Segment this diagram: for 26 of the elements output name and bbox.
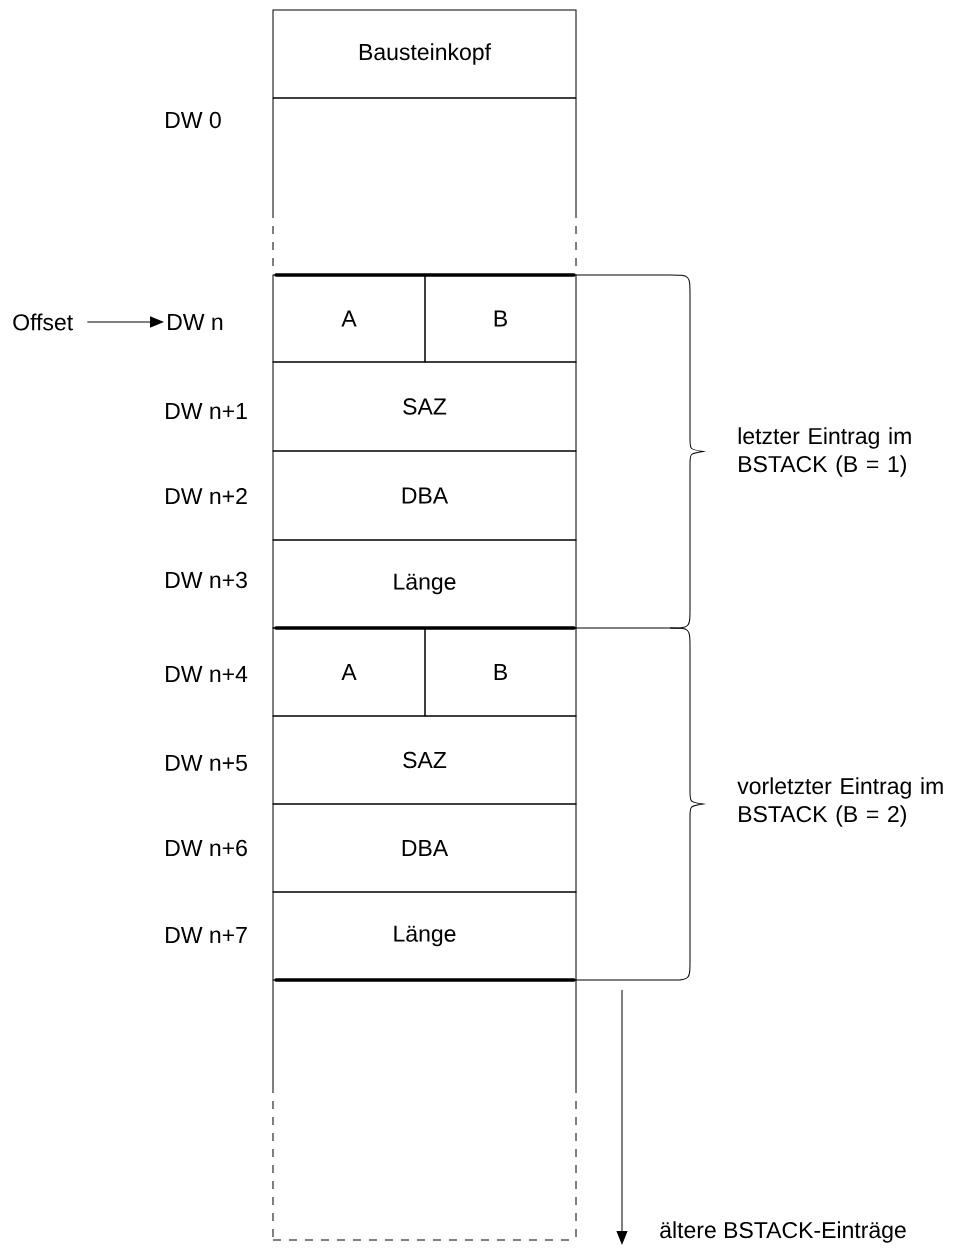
row-label: vorletzter Eintrag im BSTACK (B = 2) <box>737 777 943 827</box>
row-label: DW n+3 <box>166 571 247 589</box>
memory-cell: SAZ <box>272 715 577 805</box>
memory-cell: Länge <box>272 539 577 629</box>
arrow <box>86 316 164 328</box>
memory-cell: DBA <box>272 803 577 893</box>
row-label: DW n+1 <box>166 403 247 419</box>
row-label: DW n+4 <box>166 666 248 682</box>
text-label: Offset <box>13 313 73 331</box>
row-label: letzter Eintrag im BSTACK (B = 1) <box>738 427 911 477</box>
memory-cell: B <box>424 627 577 717</box>
memory-cell: SAZ <box>272 361 577 452</box>
memory-cell: B <box>424 274 577 363</box>
row-label: DW n+5 <box>166 755 247 772</box>
header-cell: Bausteinkopf <box>272 9 577 99</box>
memory-cell: Länge <box>272 891 577 981</box>
row-label: DW n+7 <box>166 927 247 943</box>
arrow <box>616 989 628 1245</box>
text-label: DW n <box>168 314 223 330</box>
row-label: DW n+6 <box>166 839 247 857</box>
row-label: DW n+2 <box>166 487 247 505</box>
memory-cell: A <box>272 627 426 717</box>
memory-cell: DBA <box>272 450 577 541</box>
text-label: ältere BSTACK-Einträge <box>660 1221 906 1243</box>
memory-cell: A <box>272 274 426 363</box>
row-label: DW 0 <box>166 111 221 129</box>
